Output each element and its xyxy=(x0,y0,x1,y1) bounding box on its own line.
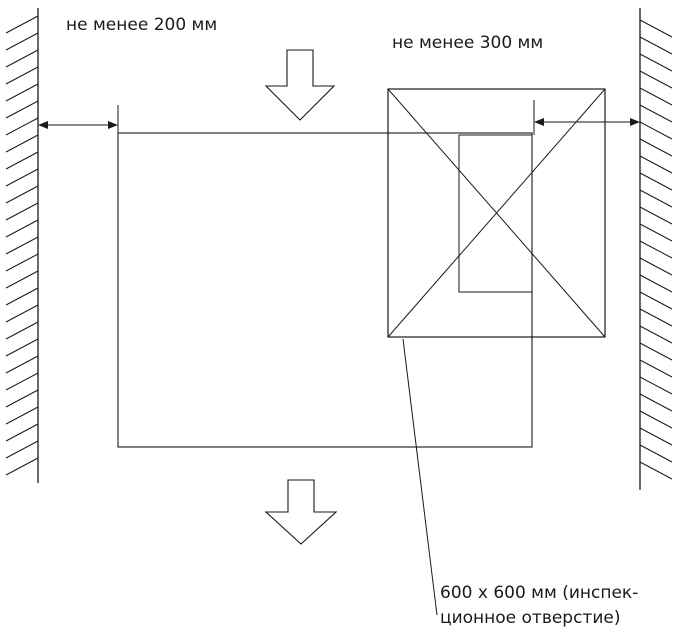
wall-hatch-stroke xyxy=(639,206,673,225)
wall-hatch-stroke xyxy=(5,423,39,442)
wall-hatch-stroke xyxy=(5,389,39,408)
wall-hatch-stroke xyxy=(639,70,673,89)
outflow-arrow-icon xyxy=(264,479,338,545)
wall-hatch-stroke xyxy=(639,155,673,174)
wall-hatch-stroke xyxy=(639,257,673,276)
wall-hatch-stroke xyxy=(5,440,39,459)
wall-hatch-stroke xyxy=(5,49,39,68)
left-wall-hatching xyxy=(5,15,39,476)
wall-hatch-stroke xyxy=(639,359,673,378)
right-dimension-arrow xyxy=(534,118,640,126)
wall-hatch-stroke xyxy=(5,219,39,238)
wall-hatch-stroke xyxy=(5,372,39,391)
wall-hatch-stroke xyxy=(639,189,673,208)
wall-hatch-stroke xyxy=(5,117,39,136)
wall-hatch-stroke xyxy=(5,134,39,153)
wall-hatch-stroke xyxy=(5,270,39,289)
inflow-arrow-icon xyxy=(264,49,336,121)
service-panel xyxy=(458,134,533,293)
wall-hatch-stroke xyxy=(5,338,39,357)
wall-hatch-stroke xyxy=(639,138,673,157)
wall-hatch-stroke xyxy=(639,376,673,395)
wall-hatch-stroke xyxy=(639,291,673,310)
wall-hatch-stroke xyxy=(639,274,673,293)
wall-hatch-stroke xyxy=(5,236,39,255)
wall-hatch-stroke xyxy=(639,461,673,480)
wall-hatch-stroke xyxy=(639,172,673,191)
wall-hatch-stroke xyxy=(5,151,39,170)
wall-hatch-stroke xyxy=(5,32,39,51)
leader-line xyxy=(402,338,438,616)
unit-body xyxy=(117,132,533,448)
left-dimension-arrow xyxy=(38,121,118,129)
wall-hatch-stroke xyxy=(639,87,673,106)
wall-hatch-stroke xyxy=(5,287,39,306)
wall-hatch-stroke xyxy=(5,83,39,102)
inspection-opening-label-line-2: ционное отверстие) xyxy=(440,608,621,628)
wall-hatch-stroke xyxy=(5,100,39,119)
right-clearance-label: не менее 300 мм xyxy=(392,33,544,53)
wall-hatch-stroke xyxy=(639,36,673,55)
wall-hatch-stroke xyxy=(5,185,39,204)
wall-hatch-stroke xyxy=(639,121,673,140)
wall-hatch-stroke xyxy=(5,355,39,374)
wall-hatch-stroke xyxy=(5,168,39,187)
left-clearance-label: не менее 200 мм xyxy=(66,15,218,35)
wall-hatch-stroke xyxy=(639,240,673,259)
wall-hatch-stroke xyxy=(5,457,39,476)
wall-hatch-stroke xyxy=(639,308,673,327)
wall-hatch-stroke xyxy=(5,66,39,85)
wall-hatch-stroke xyxy=(639,393,673,412)
wall-hatch-stroke xyxy=(639,427,673,446)
inspection-opening xyxy=(387,88,606,338)
wall-hatch-stroke xyxy=(5,253,39,272)
wall-hatch-stroke xyxy=(639,325,673,344)
inspection-opening-label-line-1: 600 x 600 мм (инспек- xyxy=(440,583,639,603)
wall-hatch-stroke xyxy=(639,104,673,123)
wall-hatch-stroke xyxy=(639,410,673,429)
wall-hatch-stroke xyxy=(639,223,673,242)
wall-hatch-stroke xyxy=(639,342,673,361)
wall-hatch-stroke xyxy=(5,304,39,323)
wall-hatch-stroke xyxy=(5,202,39,221)
wall-hatch-stroke xyxy=(5,15,39,34)
wall-hatch-stroke xyxy=(5,406,39,425)
wall-hatch-stroke xyxy=(639,19,673,38)
wall-hatch-stroke xyxy=(5,321,39,340)
wall-hatch-stroke xyxy=(639,444,673,463)
right-wall-hatching xyxy=(639,19,673,480)
inspection-cross-line-2 xyxy=(387,88,606,338)
wall-hatch-stroke xyxy=(639,53,673,72)
